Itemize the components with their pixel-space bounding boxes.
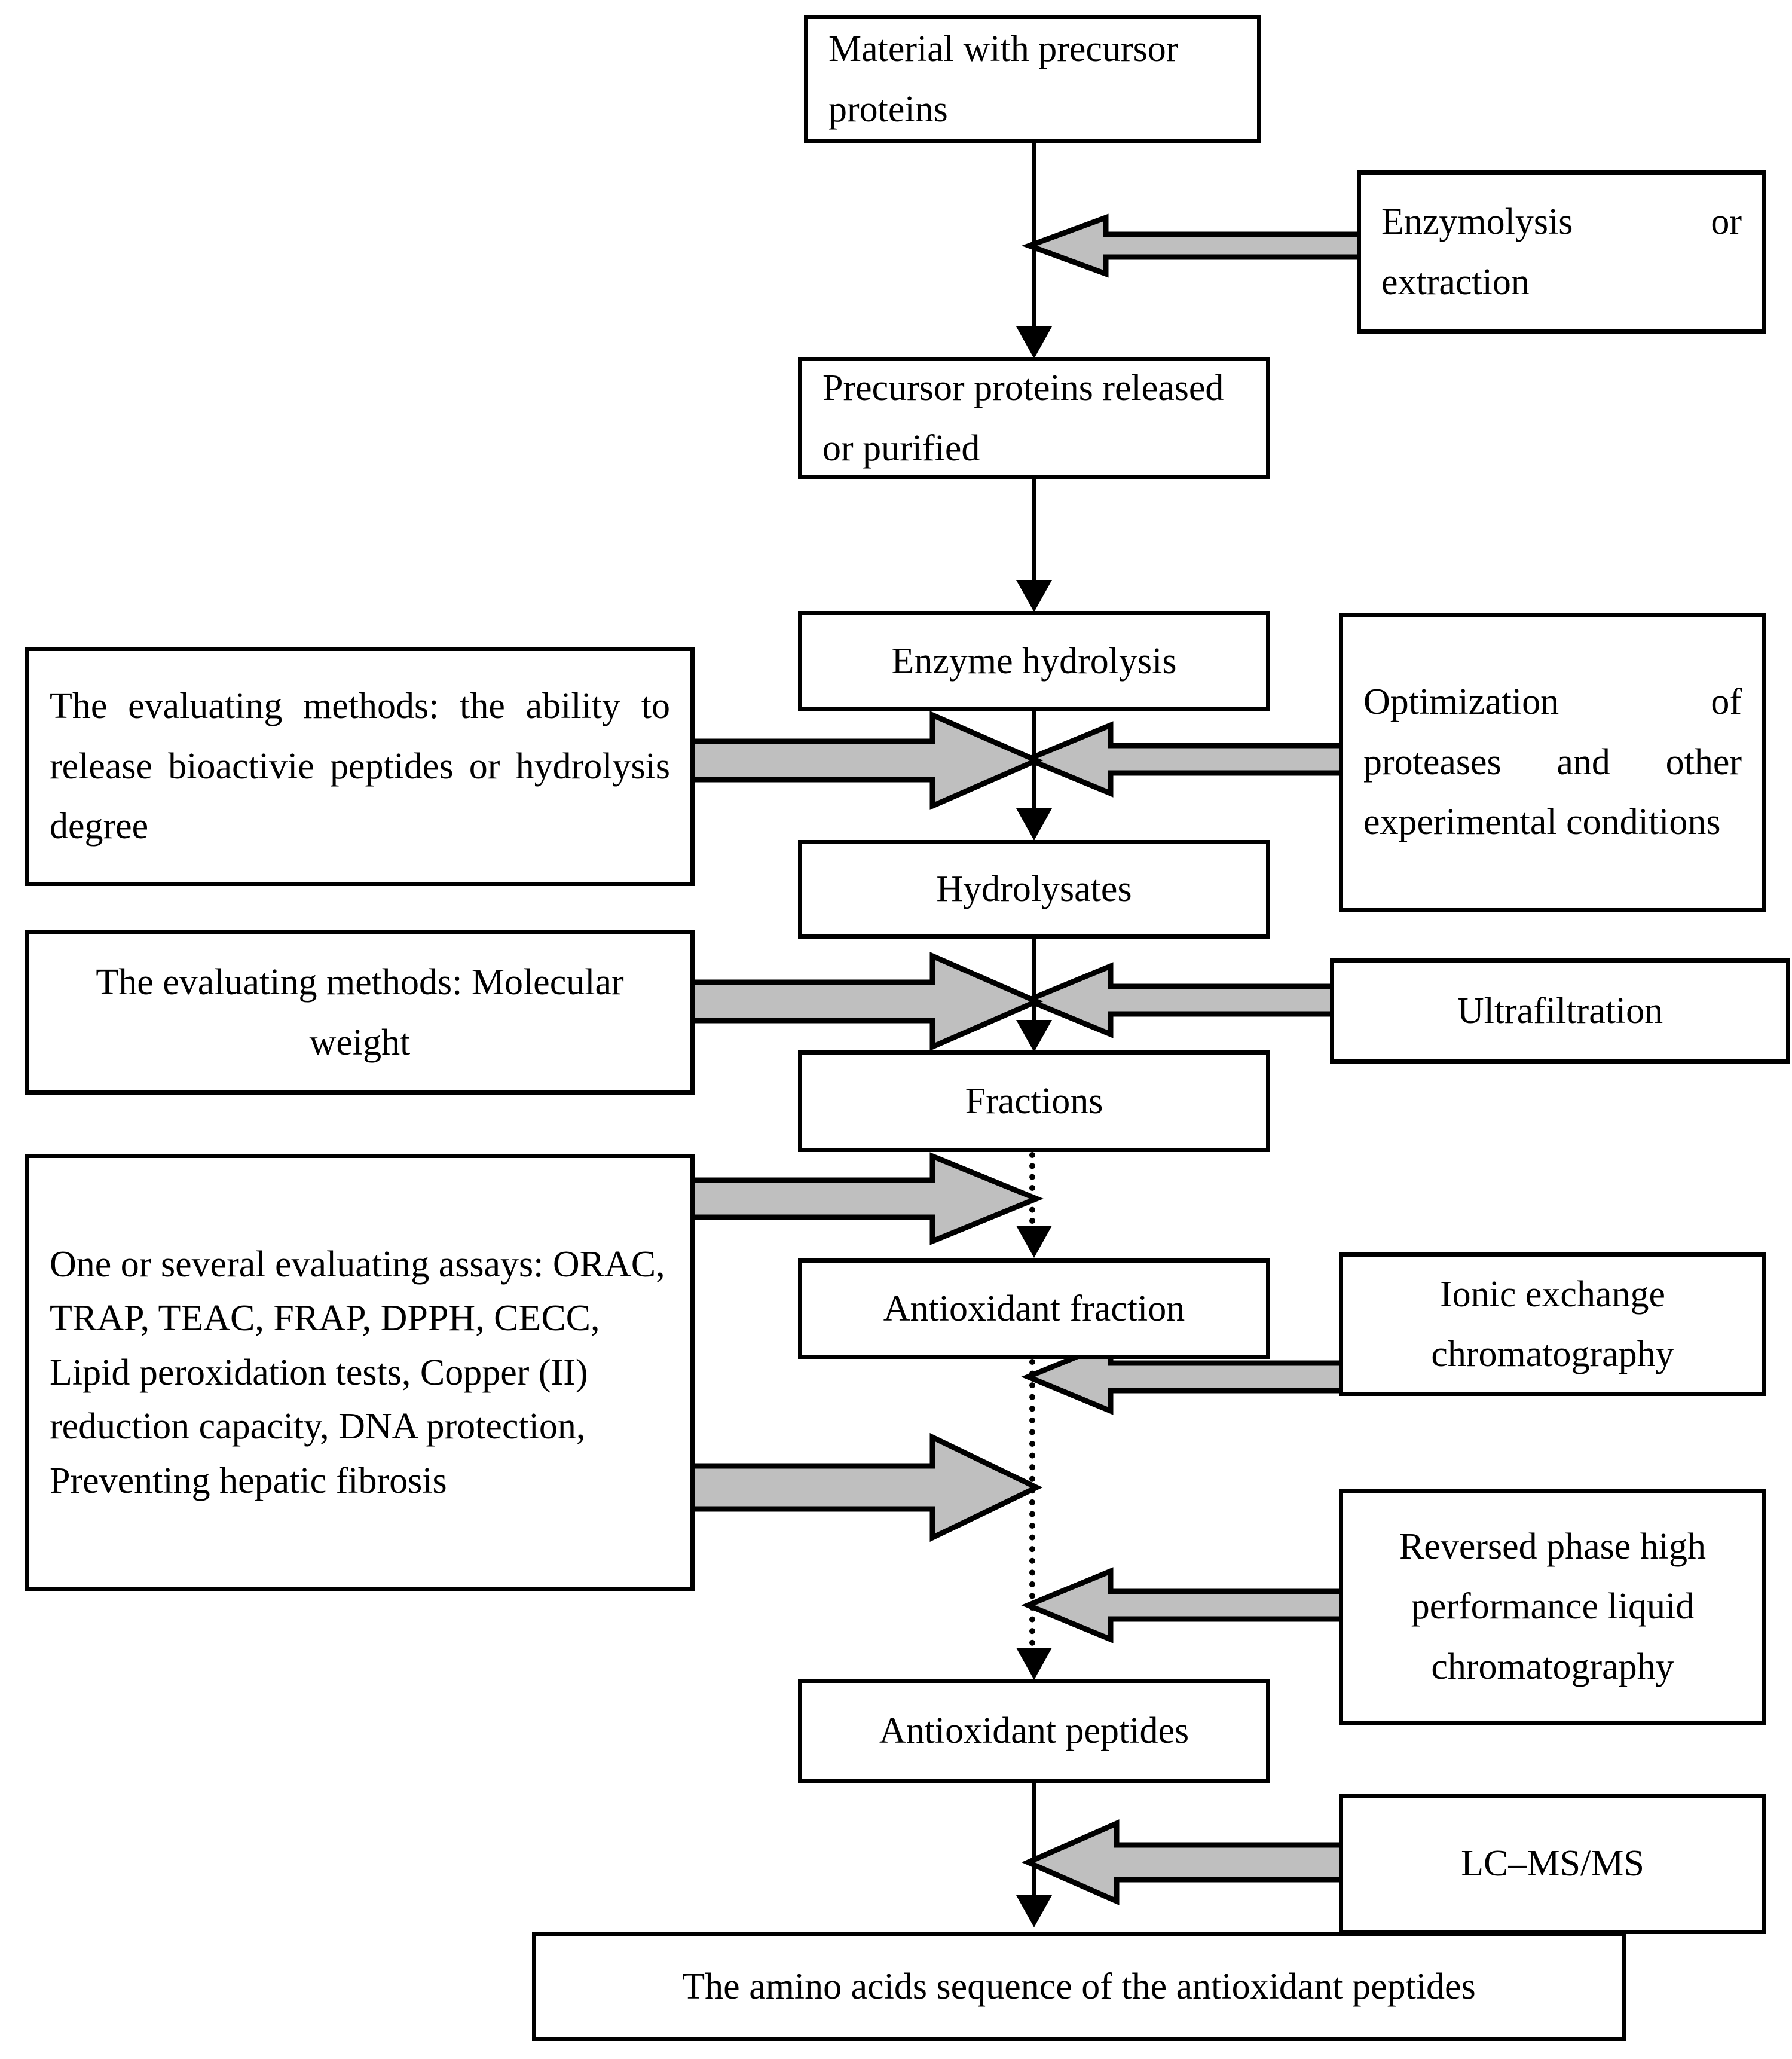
node-hydrolysates: Hydrolysates xyxy=(798,840,1270,939)
node-precursor-label: Precursor proteins released or purified xyxy=(822,368,1224,469)
connector-peptides-sequence xyxy=(1032,1783,1036,1897)
block-arrow-rp-hplc xyxy=(1021,1566,1348,1644)
node-antioxidant-fraction-label: Antioxidant fraction xyxy=(883,1288,1185,1329)
node-eval-ability-label: The evaluating methods: the ability to r… xyxy=(50,686,670,847)
block-arrow-eval-assays-lower xyxy=(687,1432,1043,1542)
node-ultrafiltration-label: Ultrafiltration xyxy=(1457,990,1663,1031)
arrowhead-enzyme xyxy=(1016,580,1052,612)
node-lc-ms-ms-label: LC–MS/MS xyxy=(1461,1843,1644,1884)
node-hydrolysates-label: Hydrolysates xyxy=(936,869,1132,910)
node-eval-assays-label: One or several evaluating assays: ORAC, … xyxy=(50,1244,665,1501)
node-amino-acid-sequence: The amino acids sequence of the antioxid… xyxy=(532,1932,1626,2041)
node-rp-hplc-label: Reversed phase high performance liquid c… xyxy=(1399,1526,1707,1687)
connector-fractions-antioxidant-fraction xyxy=(1029,1152,1035,1224)
node-rp-hplc: Reversed phase high performance liquid c… xyxy=(1339,1489,1766,1725)
node-enzymolysis-extraction-label: Enzymolysis or extraction xyxy=(1381,201,1742,303)
block-arrow-eval-ability xyxy=(687,711,1044,810)
node-eval-assays: One or several evaluating assays: ORAC, … xyxy=(25,1154,695,1591)
node-optimization: Optimization of proteases and other expe… xyxy=(1339,613,1766,912)
node-ionic-exchange-label: Ionic exchange chromatography xyxy=(1431,1273,1674,1374)
node-eval-ability: The evaluating methods: the ability to r… xyxy=(25,647,695,886)
node-material-label: Material with precursor proteins xyxy=(828,29,1179,130)
connector-antioxidant-fraction-peptides xyxy=(1029,1359,1035,1646)
block-arrow-enzymolysis xyxy=(1021,213,1365,279)
node-enzymolysis-extraction: Enzymolysis or extraction xyxy=(1357,170,1766,334)
node-antioxidant-peptides-label: Antioxidant peptides xyxy=(879,1710,1189,1752)
arrowhead-antioxidant-fraction xyxy=(1016,1226,1052,1258)
node-enzyme-hydrolysis: Enzyme hydrolysis xyxy=(798,611,1270,711)
node-lc-ms-ms: LC–MS/MS xyxy=(1339,1794,1766,1934)
node-optimization-label: Optimization of proteases and other expe… xyxy=(1363,682,1742,843)
node-material: Material with precursor proteins xyxy=(804,15,1261,143)
node-antioxidant-fraction: Antioxidant fraction xyxy=(798,1258,1270,1359)
node-fractions-label: Fractions xyxy=(965,1080,1103,1122)
block-arrow-lc-ms-ms xyxy=(1021,1817,1348,1907)
connector-precursor-enzyme xyxy=(1032,479,1036,582)
node-precursor: Precursor proteins released or purified xyxy=(798,357,1270,479)
connector-hydrolysates-fractions xyxy=(1032,939,1036,1028)
block-arrow-eval-molecular-weight xyxy=(687,952,1044,1051)
arrowhead-precursor xyxy=(1016,326,1052,359)
node-eval-molecular-weight-label: The evaluating methods: Molecular weight xyxy=(96,962,624,1063)
arrowhead-sequence xyxy=(1016,1895,1052,1927)
node-amino-acid-sequence-label: The amino acids sequence of the antioxid… xyxy=(682,1966,1476,2007)
node-eval-molecular-weight: The evaluating methods: Molecular weight xyxy=(25,930,695,1095)
node-ionic-exchange: Ionic exchange chromatography xyxy=(1339,1252,1766,1396)
block-arrow-optimization xyxy=(1021,720,1347,798)
node-fractions: Fractions xyxy=(798,1050,1270,1152)
block-arrow-eval-assays-upper xyxy=(687,1152,1044,1245)
arrowhead-hydrolysates xyxy=(1016,808,1052,841)
node-ultrafiltration: Ultrafiltration xyxy=(1330,958,1790,1064)
connector-material-precursor xyxy=(1032,142,1036,328)
node-antioxidant-peptides: Antioxidant peptides xyxy=(798,1679,1270,1783)
arrowhead-antioxidant-peptides xyxy=(1016,1648,1052,1680)
node-enzyme-hydrolysis-label: Enzyme hydrolysis xyxy=(891,640,1177,682)
block-arrow-ultrafiltration xyxy=(1021,961,1340,1039)
arrowhead-fractions xyxy=(1016,1020,1052,1052)
